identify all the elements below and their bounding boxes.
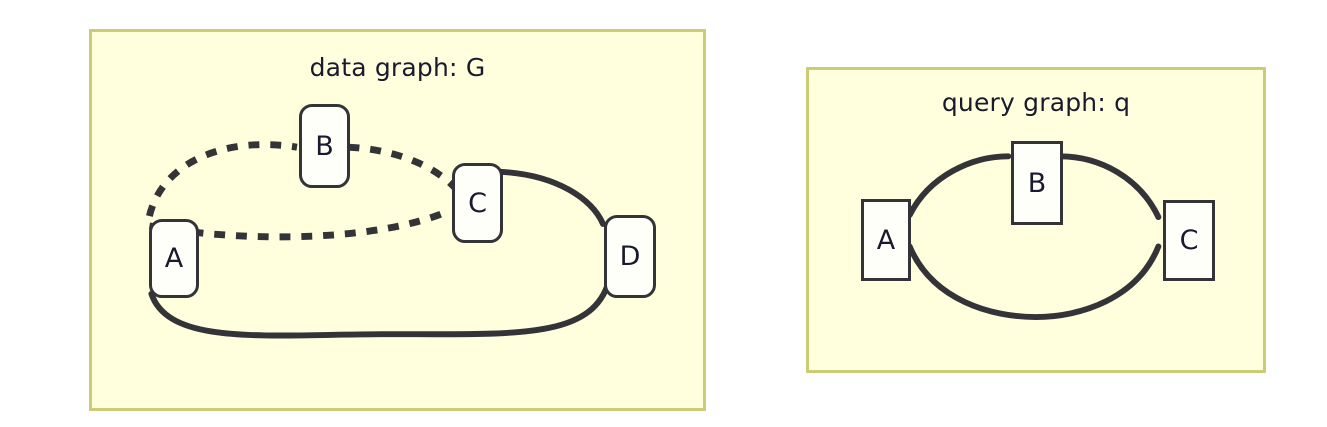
data-node-D-label: D xyxy=(619,241,641,272)
query-graph-edge-layer xyxy=(906,153,1162,321)
data-node-A[interactable]: A xyxy=(149,219,199,298)
query-graph-title: query graph: q xyxy=(941,88,1131,117)
edge-A-B-solid xyxy=(906,153,1012,219)
data-node-C[interactable]: C xyxy=(452,163,503,243)
query-node-A-label: A xyxy=(876,224,896,256)
query-node-C[interactable]: C xyxy=(1163,200,1215,281)
edge-A-C-dashed xyxy=(148,207,450,241)
data-node-A-label: A xyxy=(164,243,184,274)
data-graph-title: data graph: G xyxy=(309,53,486,82)
data-node-C-label: C xyxy=(468,187,487,219)
query-node-B[interactable]: B xyxy=(1011,141,1063,225)
edge-B-C-dashed xyxy=(348,143,464,197)
edge-A-B-dashed xyxy=(146,141,298,217)
data-node-D[interactable]: D xyxy=(604,215,656,298)
edge-A-C-solid xyxy=(906,243,1162,321)
edge-A-D-solid xyxy=(148,278,612,339)
data-node-B-label: B xyxy=(315,130,334,162)
query-graph-panel: query graph: q A B C xyxy=(806,67,1266,373)
query-node-C-label: C xyxy=(1179,225,1199,256)
data-node-B[interactable]: B xyxy=(299,104,350,188)
edge-C-D-solid xyxy=(497,168,606,227)
query-node-A[interactable]: A xyxy=(861,199,911,281)
edge-B-C-solid xyxy=(1056,153,1162,220)
query-node-B-label: B xyxy=(1027,167,1047,199)
data-graph-panel: data graph: G A B C D xyxy=(89,29,706,411)
